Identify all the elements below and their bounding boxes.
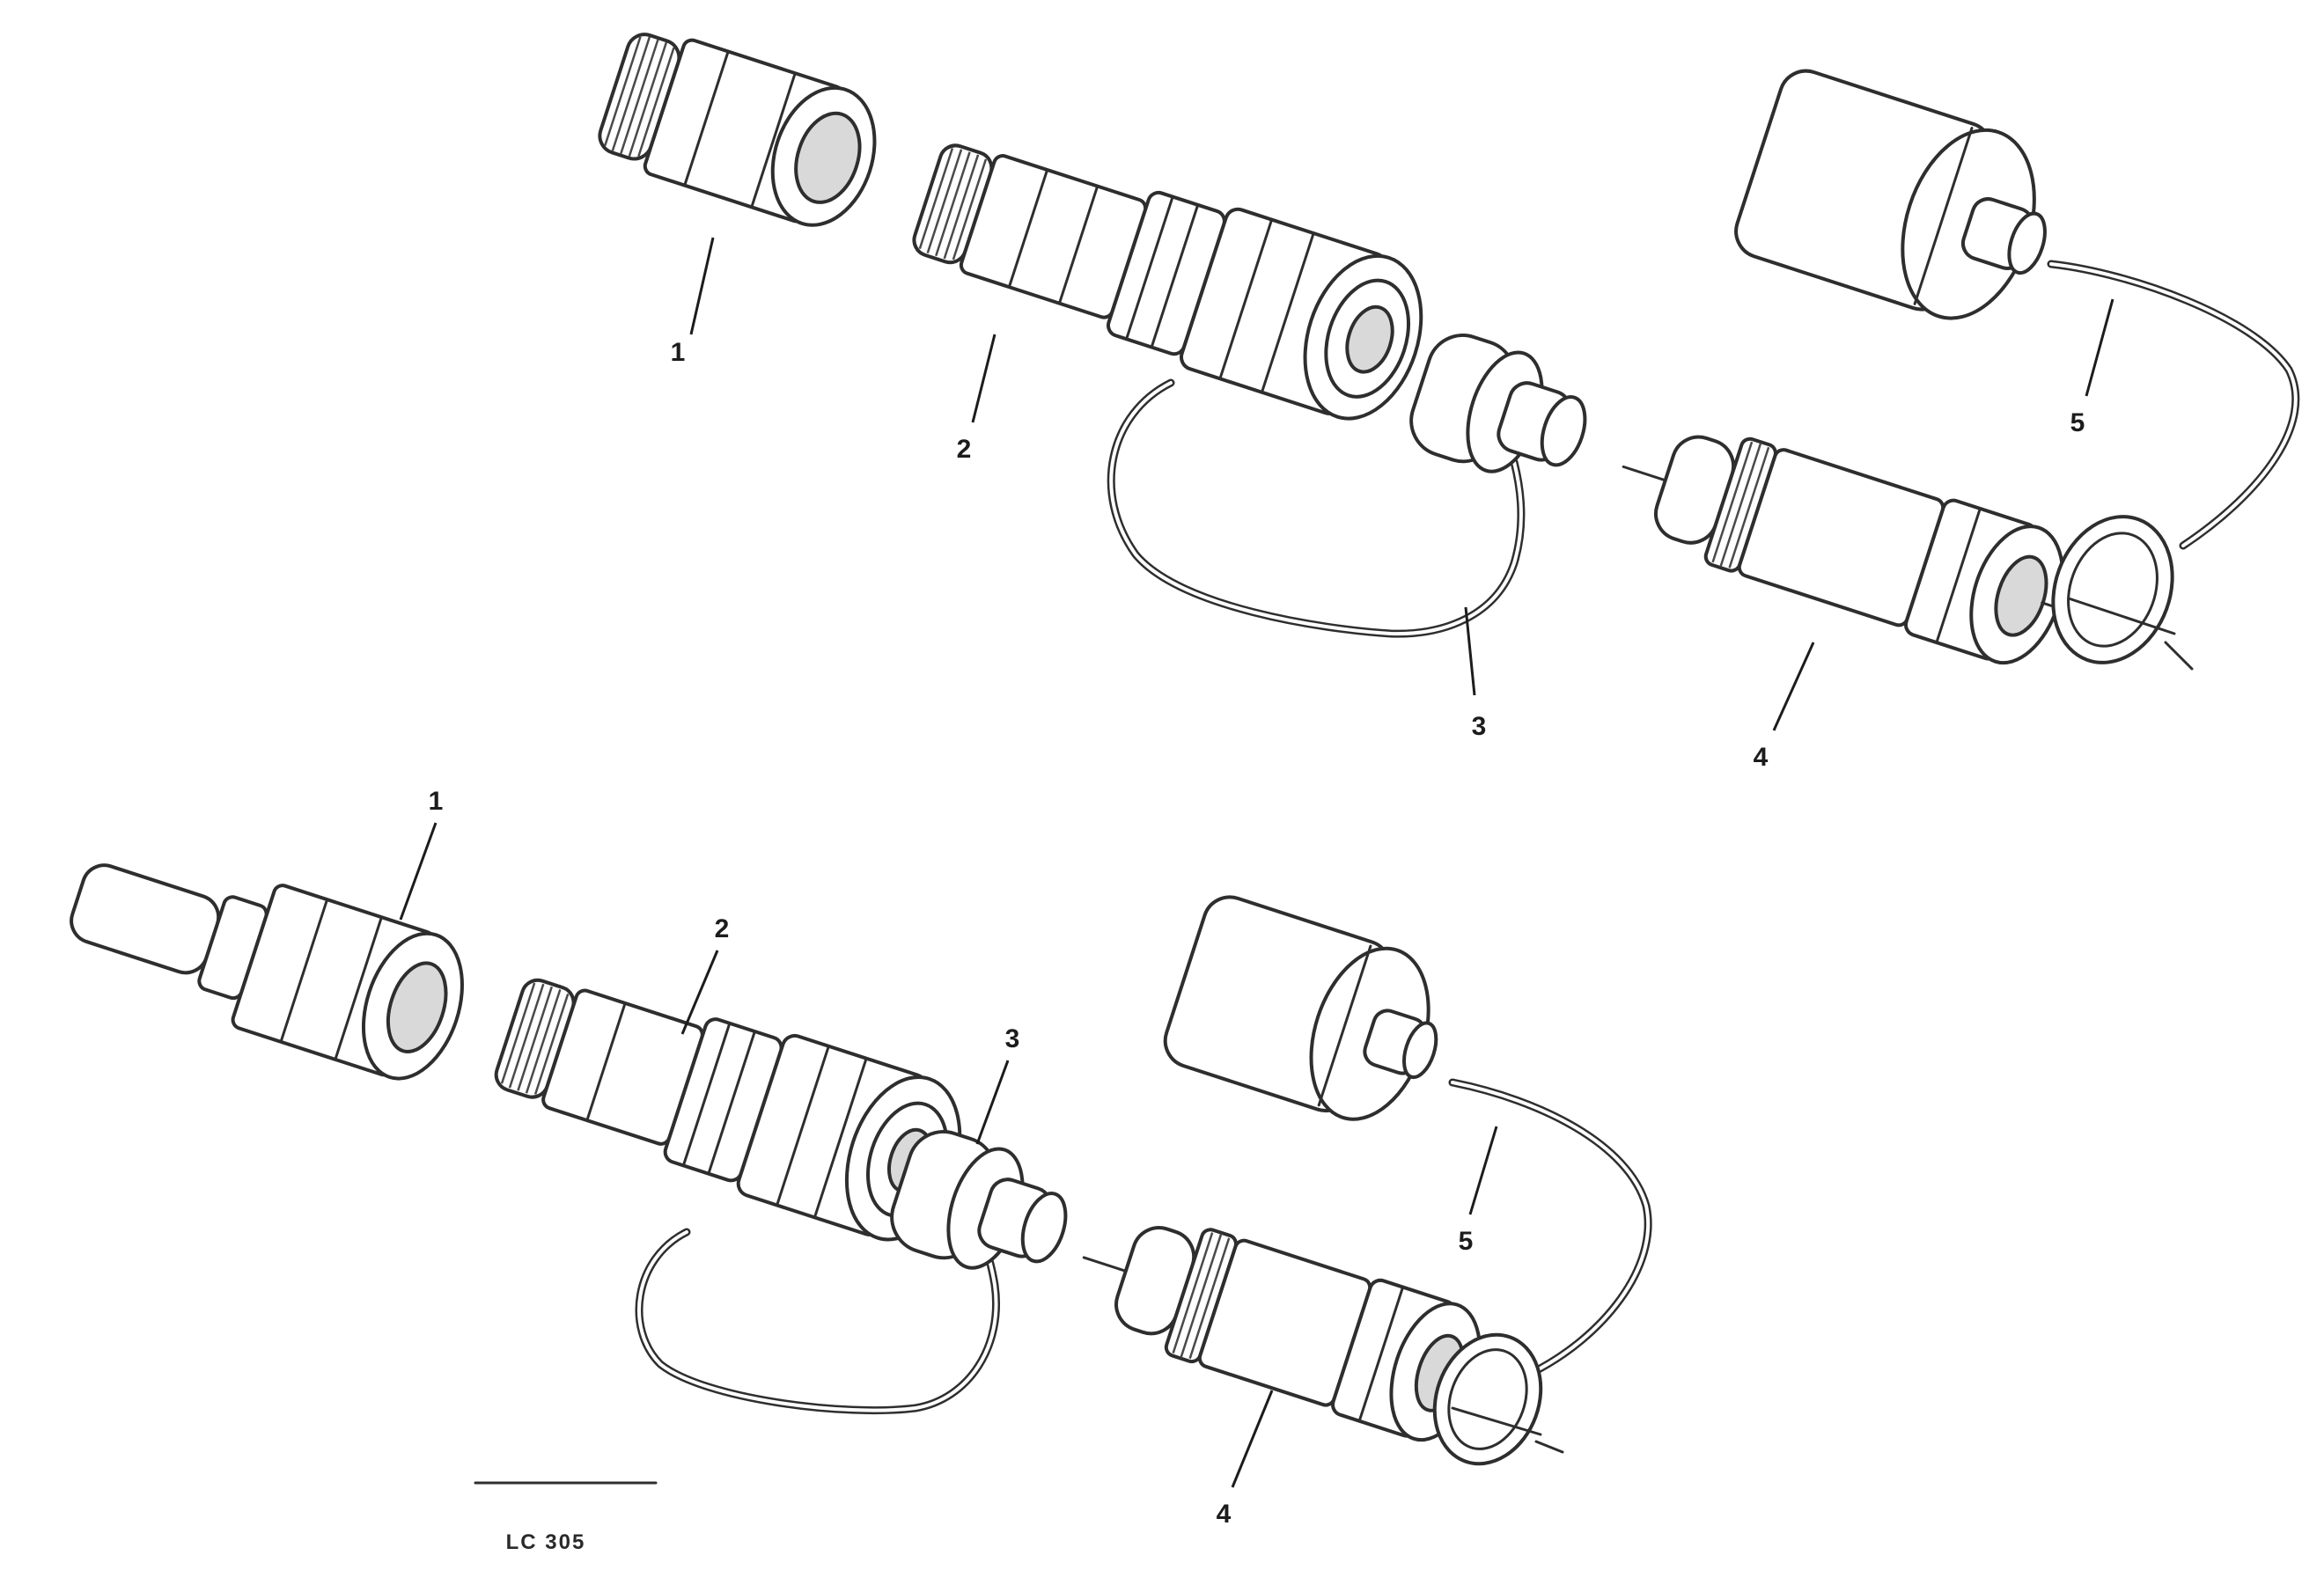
callout-4: 4 bbox=[1217, 1500, 1232, 1529]
lower-part-3-dust-plug bbox=[635, 1130, 1068, 1415]
upper-assembly: 1 2 3 4 5 bbox=[598, 33, 2300, 772]
upper-part-3-dust-plug bbox=[1107, 334, 1587, 638]
reference-code: LC 305 bbox=[506, 1530, 586, 1554]
callout-5: 5 bbox=[1459, 1227, 1474, 1256]
callout-1: 1 bbox=[671, 338, 686, 367]
callout-2: 2 bbox=[715, 914, 730, 943]
callout-4: 4 bbox=[1754, 743, 1769, 772]
upper-part-4-male-nipple bbox=[1622, 435, 2085, 665]
lower-assembly: 1 2 3 4 5 bbox=[70, 787, 1652, 1529]
figure-reference: LC 305 bbox=[474, 1481, 658, 1554]
lower-part-5-cap bbox=[1163, 895, 1652, 1466]
upper-callouts: 1 2 3 4 5 bbox=[671, 237, 2114, 772]
lower-part-4-male-nipple bbox=[1082, 1226, 1488, 1442]
lower-part-1-hose-fitting bbox=[70, 863, 464, 1081]
callout-1: 1 bbox=[429, 787, 444, 816]
callout-3: 3 bbox=[1472, 712, 1487, 741]
callout-2: 2 bbox=[957, 435, 972, 464]
upper-part-5-cap bbox=[1734, 69, 2300, 671]
upper-part-2-coupling bbox=[912, 143, 1423, 421]
callout-3: 3 bbox=[1005, 1024, 1020, 1053]
callout-5: 5 bbox=[2070, 408, 2085, 437]
lower-callouts: 1 2 3 4 5 bbox=[399, 787, 1498, 1529]
upper-part-1-nipple bbox=[598, 33, 877, 227]
